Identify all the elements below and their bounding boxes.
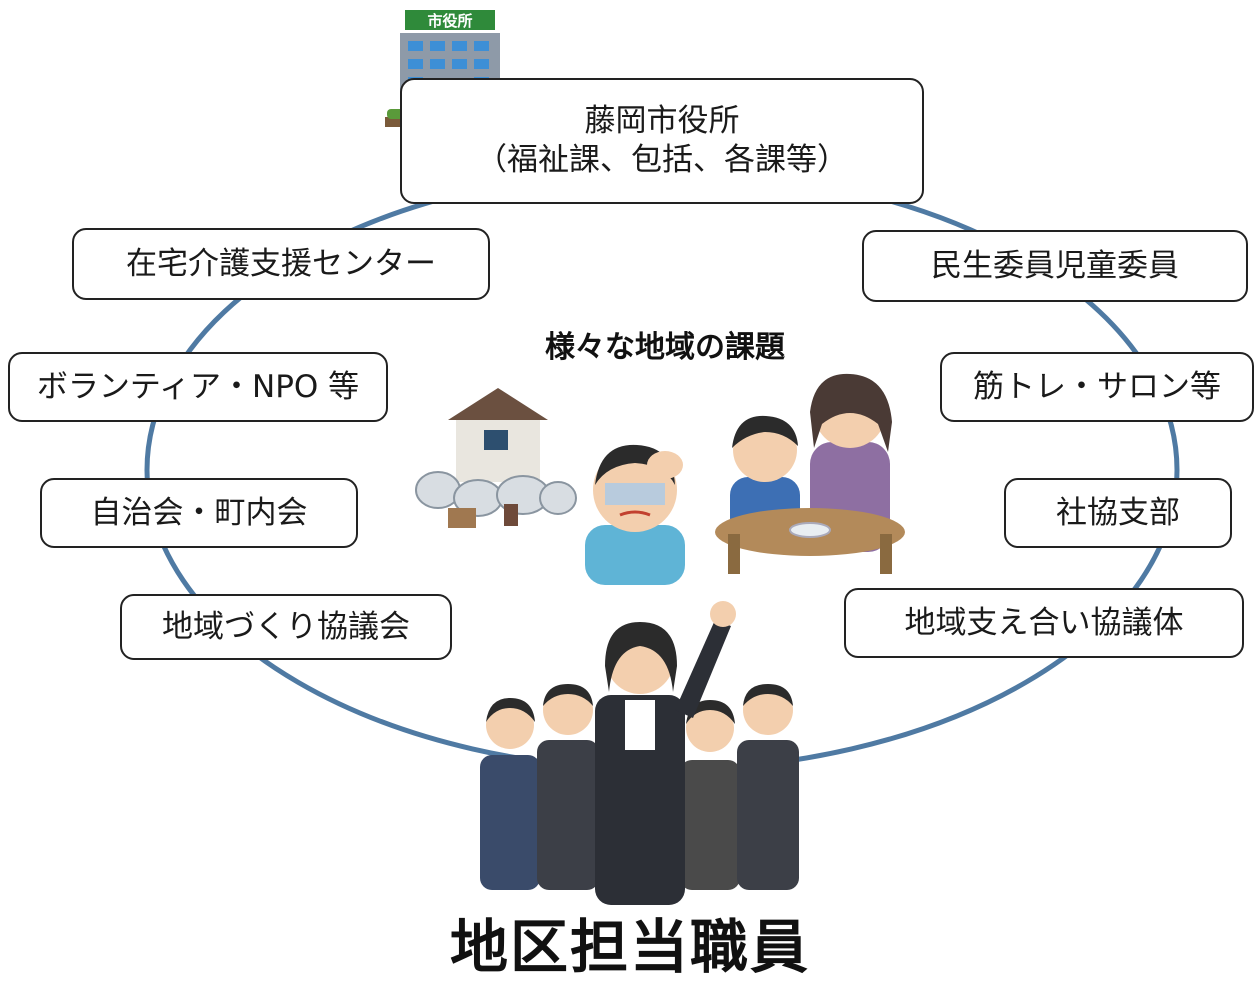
bottom-title: 地区担当職員 bbox=[449, 913, 810, 981]
city-hall-name: 藤岡市役所 bbox=[584, 103, 740, 140]
staff-member-left-outer bbox=[480, 698, 540, 890]
center-heading: 様々な地域の課題 bbox=[545, 330, 785, 365]
city-hall-sign: 市役所 bbox=[427, 12, 472, 30]
node-volunteer-npo: ボランティア・NPO 等 bbox=[8, 352, 388, 422]
node-label: ボランティア・NPO 等 bbox=[36, 368, 360, 405]
node-zaitaku-kaigo: 在宅介護支援センター bbox=[72, 228, 490, 300]
city-hall-departments: （福祉課、包括、各課等） bbox=[476, 142, 848, 178]
staff-member-right-inner bbox=[680, 700, 740, 890]
node-label: 筋トレ・サロン等 bbox=[973, 368, 1221, 405]
node-sasaeai-kyogitai: 地域支え合い協議体 bbox=[844, 588, 1244, 658]
node-label: 自治会・町内会 bbox=[90, 494, 308, 531]
messy-house-illustration bbox=[415, 388, 577, 528]
staff-member-right-outer bbox=[737, 684, 799, 890]
node-chiiki-kyogikai: 地域づくり協議会 bbox=[120, 594, 452, 660]
node-label: 民生委員児童委員 bbox=[931, 247, 1179, 284]
city-hall-box: 藤岡市役所 （福祉課、包括、各課等） bbox=[400, 78, 924, 204]
node-label: 地域支え合い協議体 bbox=[904, 604, 1184, 641]
node-shakyo-shibu: 社協支部 bbox=[1004, 478, 1232, 548]
staff-group-illustration bbox=[480, 601, 799, 905]
node-kintore-salon: 筋トレ・サロン等 bbox=[940, 352, 1254, 422]
node-label: 地域づくり協議会 bbox=[162, 608, 410, 645]
node-minsei-iin: 民生委員児童委員 bbox=[862, 230, 1248, 302]
staff-member-left-inner bbox=[537, 684, 599, 890]
node-label: 在宅介護支援センター bbox=[126, 245, 436, 282]
worried-person-illustration bbox=[585, 444, 685, 585]
node-jichikai: 自治会・町内会 bbox=[40, 478, 358, 548]
family-table-illustration bbox=[715, 373, 905, 574]
staff-leader-raising-fist bbox=[595, 601, 736, 905]
node-label: 社協支部 bbox=[1056, 494, 1180, 531]
